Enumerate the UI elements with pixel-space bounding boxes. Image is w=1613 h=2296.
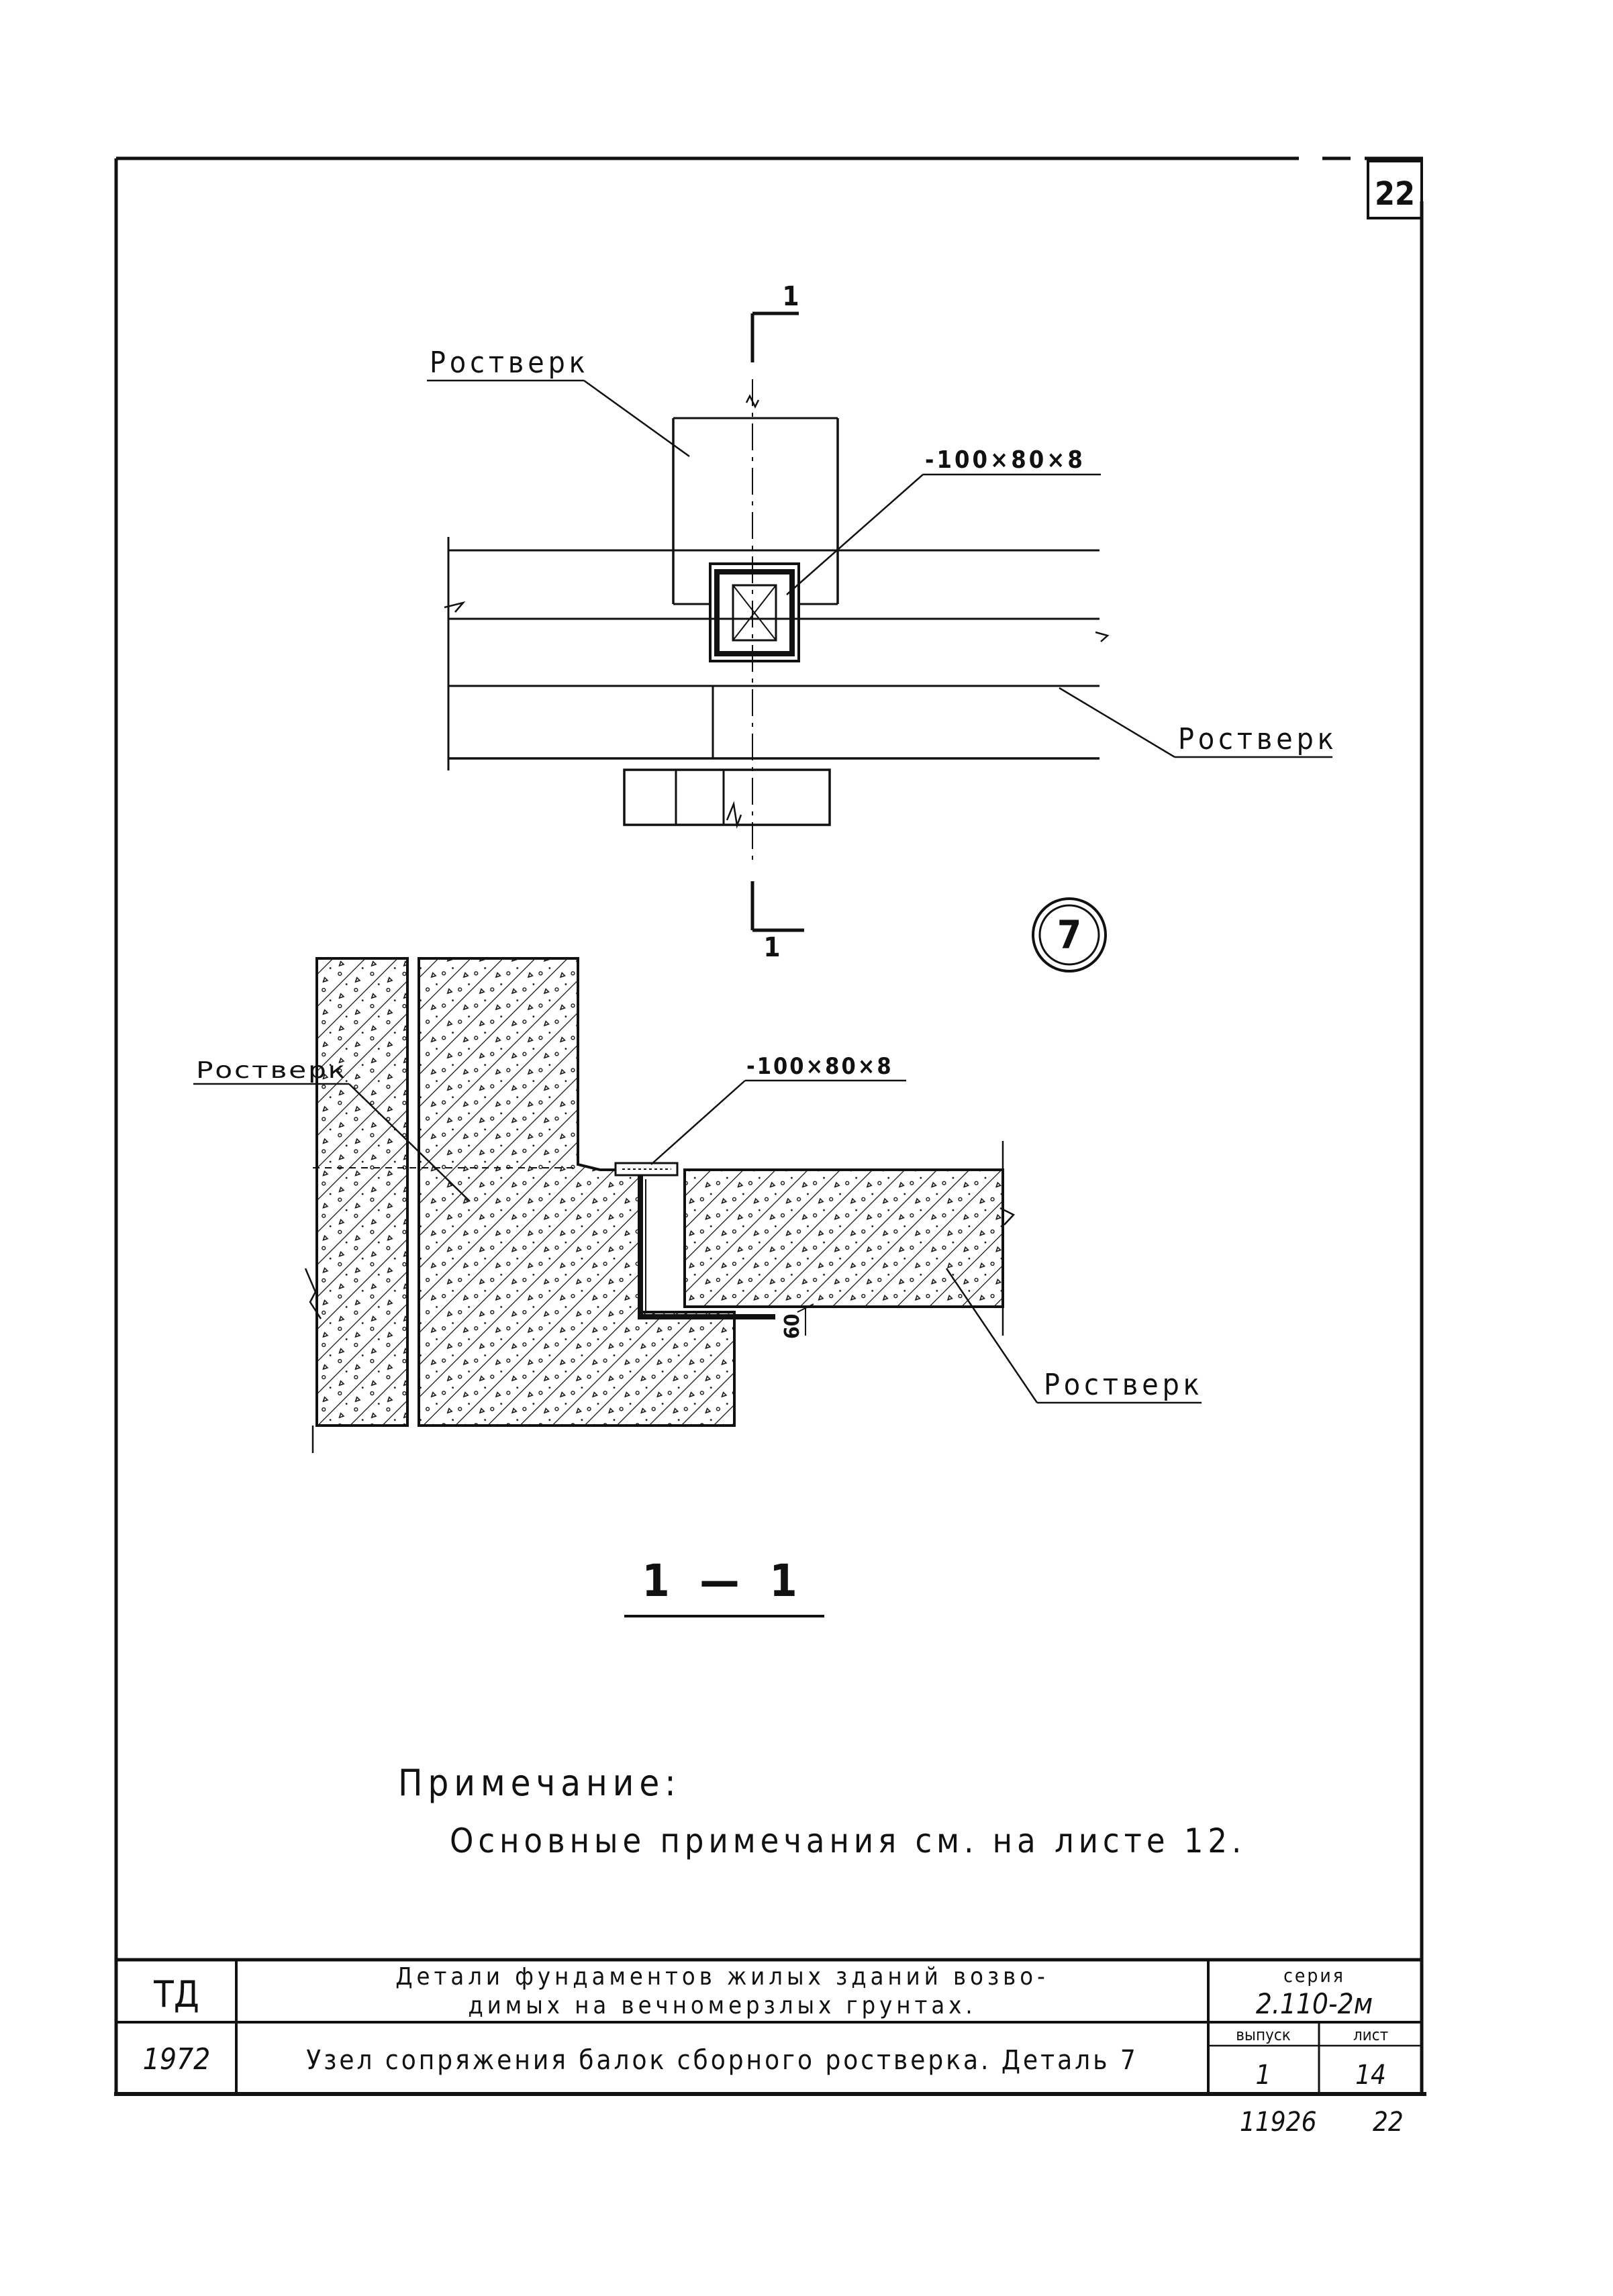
svg-text:Ростверк: Ростверк: [430, 346, 589, 380]
steel-angle: [638, 1175, 775, 1319]
svg-text:Ростверк: Ростверк: [1178, 722, 1338, 756]
section-mark-number-bottom: 1: [763, 932, 780, 963]
section-title: 1 — 1: [624, 1555, 824, 1617]
right-beam: [683, 1168, 1004, 1308]
footer-page: 22: [1373, 2107, 1404, 2138]
sheet-value: 14: [1355, 2060, 1386, 2091]
svg-text:Ростверк: Ростверк: [1044, 1368, 1204, 1402]
sheet-frame: [114, 156, 1426, 2096]
section-label-plate: -100×80×8: [650, 1053, 906, 1165]
section-mark-top: 1: [750, 281, 799, 362]
description-line1: Детали фундаментов жилых зданий возво-: [395, 1963, 1049, 1991]
section-mark-number-top: 1: [782, 281, 799, 312]
lower-block: [623, 768, 831, 829]
svg-text:1 — 1: 1 — 1: [642, 1555, 805, 1607]
svg-text:-100×80×8: -100×80×8: [746, 1053, 893, 1080]
section-mark-bottom: 1: [750, 881, 804, 963]
section-label-grillage-left: Ростверк: [193, 1057, 471, 1202]
section-view: 60 Ростверк -100×80×8 Ростверк: [193, 957, 1204, 1453]
footer-code: 11926: [1240, 2107, 1316, 2138]
section-label-grillage-right: Ростверк: [945, 1268, 1204, 1404]
svg-text:-100×80×8: -100×80×8: [925, 446, 1085, 474]
title-block: ТД 1972 Детали фундаментов жилых зданий …: [116, 1958, 1422, 2094]
svg-text:60: 60: [781, 1313, 804, 1339]
plan-label-plate: -100×80×8: [786, 446, 1101, 595]
description-line2: димых на вечномерзлых грунтах.: [468, 1992, 976, 2019]
issue-label: выпуск: [1236, 2026, 1291, 2044]
drawing-title: Узел сопряжения балок сборного ростверка…: [306, 2045, 1138, 2076]
detail-number-circle: 7: [1032, 897, 1107, 972]
sheet-label: лист: [1353, 2026, 1388, 2044]
left-column: [315, 957, 409, 1427]
footer: 11926 22: [1240, 2107, 1404, 2138]
series-value: 2.110-2м: [1256, 1987, 1373, 2020]
corner-number-box: 22: [1367, 160, 1423, 219]
plan-view: 1 1: [427, 281, 1338, 963]
plan-label-grillage-right: Ростверк: [1059, 687, 1338, 758]
note-block: Примечание: Основные примечания см. на л…: [398, 1762, 1246, 1860]
joint-node: [709, 562, 800, 662]
note-heading: Примечание:: [398, 1762, 681, 1804]
horizontal-beams: [444, 537, 1110, 770]
svg-text:Ростверк: Ростверк: [196, 1057, 347, 1084]
dimension-60: 60: [781, 1303, 814, 1339]
year: 1972: [143, 2042, 211, 2077]
issue-value: 1: [1256, 2060, 1271, 2091]
detail-number: 7: [1057, 912, 1081, 958]
org-code: ТД: [153, 1973, 199, 2015]
series-label: серия: [1283, 1964, 1345, 1987]
corner-number: 22: [1375, 175, 1415, 213]
plan-label-grillage-top: Ростверк: [427, 346, 690, 458]
note-text: Основные примечания см. на листе 12.: [450, 1821, 1246, 1860]
